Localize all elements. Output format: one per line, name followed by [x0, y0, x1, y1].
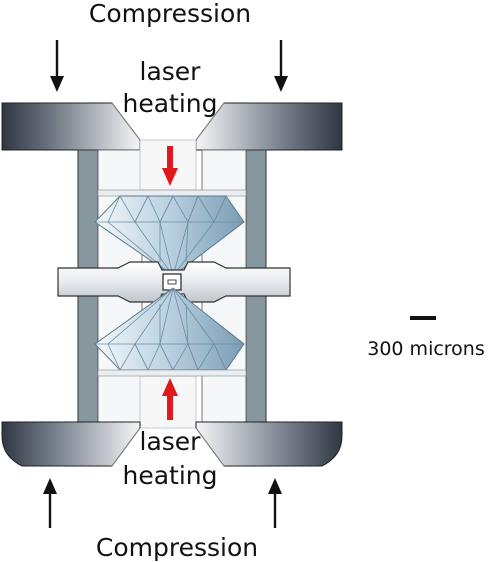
compression-arrow-top-left: [50, 40, 64, 92]
gasket: [57, 261, 291, 303]
compression-arrow-top-right: [274, 40, 288, 92]
compression-arrow-bottom-right: [268, 478, 282, 528]
label-compression-bottom: Compression: [96, 533, 258, 562]
upper-seat: [97, 189, 247, 197]
label-compression-top: Compression: [89, 0, 251, 28]
label-laser-top-1: laser: [140, 57, 202, 86]
label-laser-bottom-1: laser: [140, 427, 202, 456]
label-laser-top-2: heating: [122, 89, 217, 118]
lower-seat: [97, 369, 247, 377]
compression-arrow-bottom-left: [43, 478, 57, 528]
upper-diamond: [94, 195, 245, 277]
label-scale: 300 microns: [367, 338, 485, 360]
laser-arrow-bottom: [162, 378, 178, 420]
label-laser-bottom-2: heating: [122, 461, 217, 490]
laser-arrow-top: [162, 146, 178, 186]
bottom-press-frame: [1, 421, 343, 467]
